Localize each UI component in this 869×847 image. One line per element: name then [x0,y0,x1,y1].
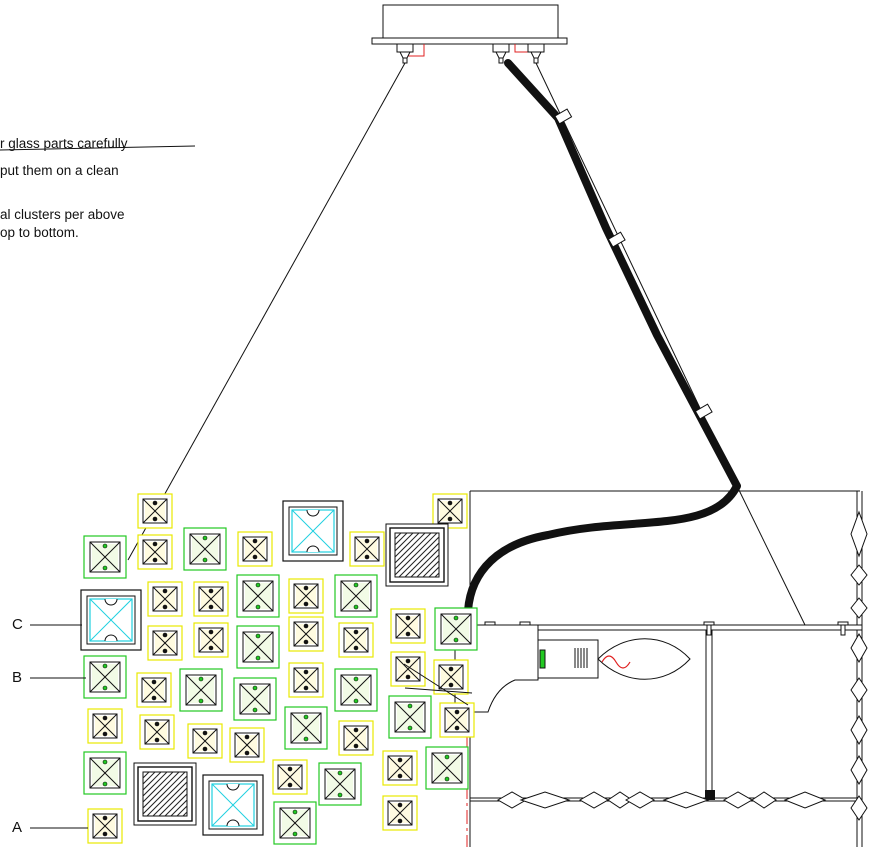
square-crystal-icon [87,808,123,844]
crystal-cluster-layout [80,493,478,845]
square-crystal-icon [83,751,127,795]
square-crystal-icon [284,706,328,750]
diamond-crystal-icon [850,754,868,786]
square-crystal-icon [187,723,223,759]
diamond-crystal-icon [519,791,571,809]
diamond-crystal-icon [578,791,610,809]
square-crystal-icon [237,531,273,567]
square-crystal-icon [236,625,280,669]
square-crystal-icon [147,581,183,617]
label-a: A [12,819,23,836]
diamond-crystal-icon [850,795,868,821]
cord-clips [554,108,713,420]
diamond-crystal-icon [722,791,754,809]
diamond-crystal-icon [850,714,868,746]
square-crystal-icon [338,720,374,756]
square-crystal-icon [433,659,469,695]
hatched-crystal-icon [385,523,449,587]
square-crystal-icon [139,714,175,750]
square-crystal-icon [382,750,418,786]
square-crystal-icon [434,607,478,651]
square-crystal-icon [136,672,172,708]
diamond-crystal-icon [783,791,827,809]
side-diamond-column [850,510,868,821]
label-b: B [12,669,23,686]
ceiling-canopy [371,4,568,64]
canopy-mount-right [527,43,545,64]
label-leader-lines [30,624,473,829]
square-crystal-icon [272,759,308,795]
square-crystal-icon [390,651,426,687]
diamond-crystal-icon [662,791,710,809]
suspension-wire-left [127,62,406,561]
frame-base-fitting [705,790,715,800]
hatched-crystal-icon [133,762,197,826]
diamond-crystal-icon [850,677,868,703]
square-crystal-icon [83,535,127,579]
square-crystal-icon [390,608,426,644]
canopy-mount-middle [492,43,510,64]
diamond-crystal-row [496,791,827,809]
square-crystal-icon [288,616,324,652]
square-crystal-icon [193,581,229,617]
square-crystal-icon [288,578,324,614]
square-crystal-icon [202,774,264,836]
square-crystal-icon [236,574,280,618]
square-crystal-icon [137,534,173,570]
diamond-crystal-icon [624,791,656,809]
square-crystal-icon [193,622,229,658]
square-crystal-icon [334,574,378,618]
square-crystal-icon [338,622,374,658]
diamond-crystal-icon [850,510,868,558]
candle-bulb-icon [597,638,691,680]
square-crystal-icon [233,677,277,721]
square-crystal-icon [147,625,183,661]
square-crystal-icon [318,762,362,806]
square-crystal-icon [87,708,123,744]
square-crystal-icon [83,655,127,699]
diamond-crystal-icon [850,632,868,664]
square-crystal-icon [273,801,317,845]
square-crystal-icon [179,668,223,712]
square-crystal-icon [288,662,324,698]
square-crystal-icon [183,527,227,571]
power-cord [463,59,741,629]
square-crystal-icon [425,746,469,790]
square-crystal-icon [80,589,142,651]
square-crystal-icon [439,702,475,738]
square-crystal-icon [229,727,265,763]
canopy-mount-left [396,43,414,64]
square-crystal-icon [382,795,418,831]
square-crystal-icon [388,695,432,739]
square-crystal-icon [334,668,378,712]
square-crystal-icon [349,531,385,567]
square-crystal-icon [432,493,468,529]
square-crystal-icon [282,500,344,562]
square-crystal-icon [137,493,173,529]
suspension-wire-lower [736,485,806,626]
note-leader-line [0,145,196,151]
bulb-filament [601,655,631,669]
label-c: C [12,616,23,633]
diamond-crystal-icon [850,597,868,619]
diamond-crystal-icon [850,564,868,586]
diamond-crystal-icon [751,791,777,809]
